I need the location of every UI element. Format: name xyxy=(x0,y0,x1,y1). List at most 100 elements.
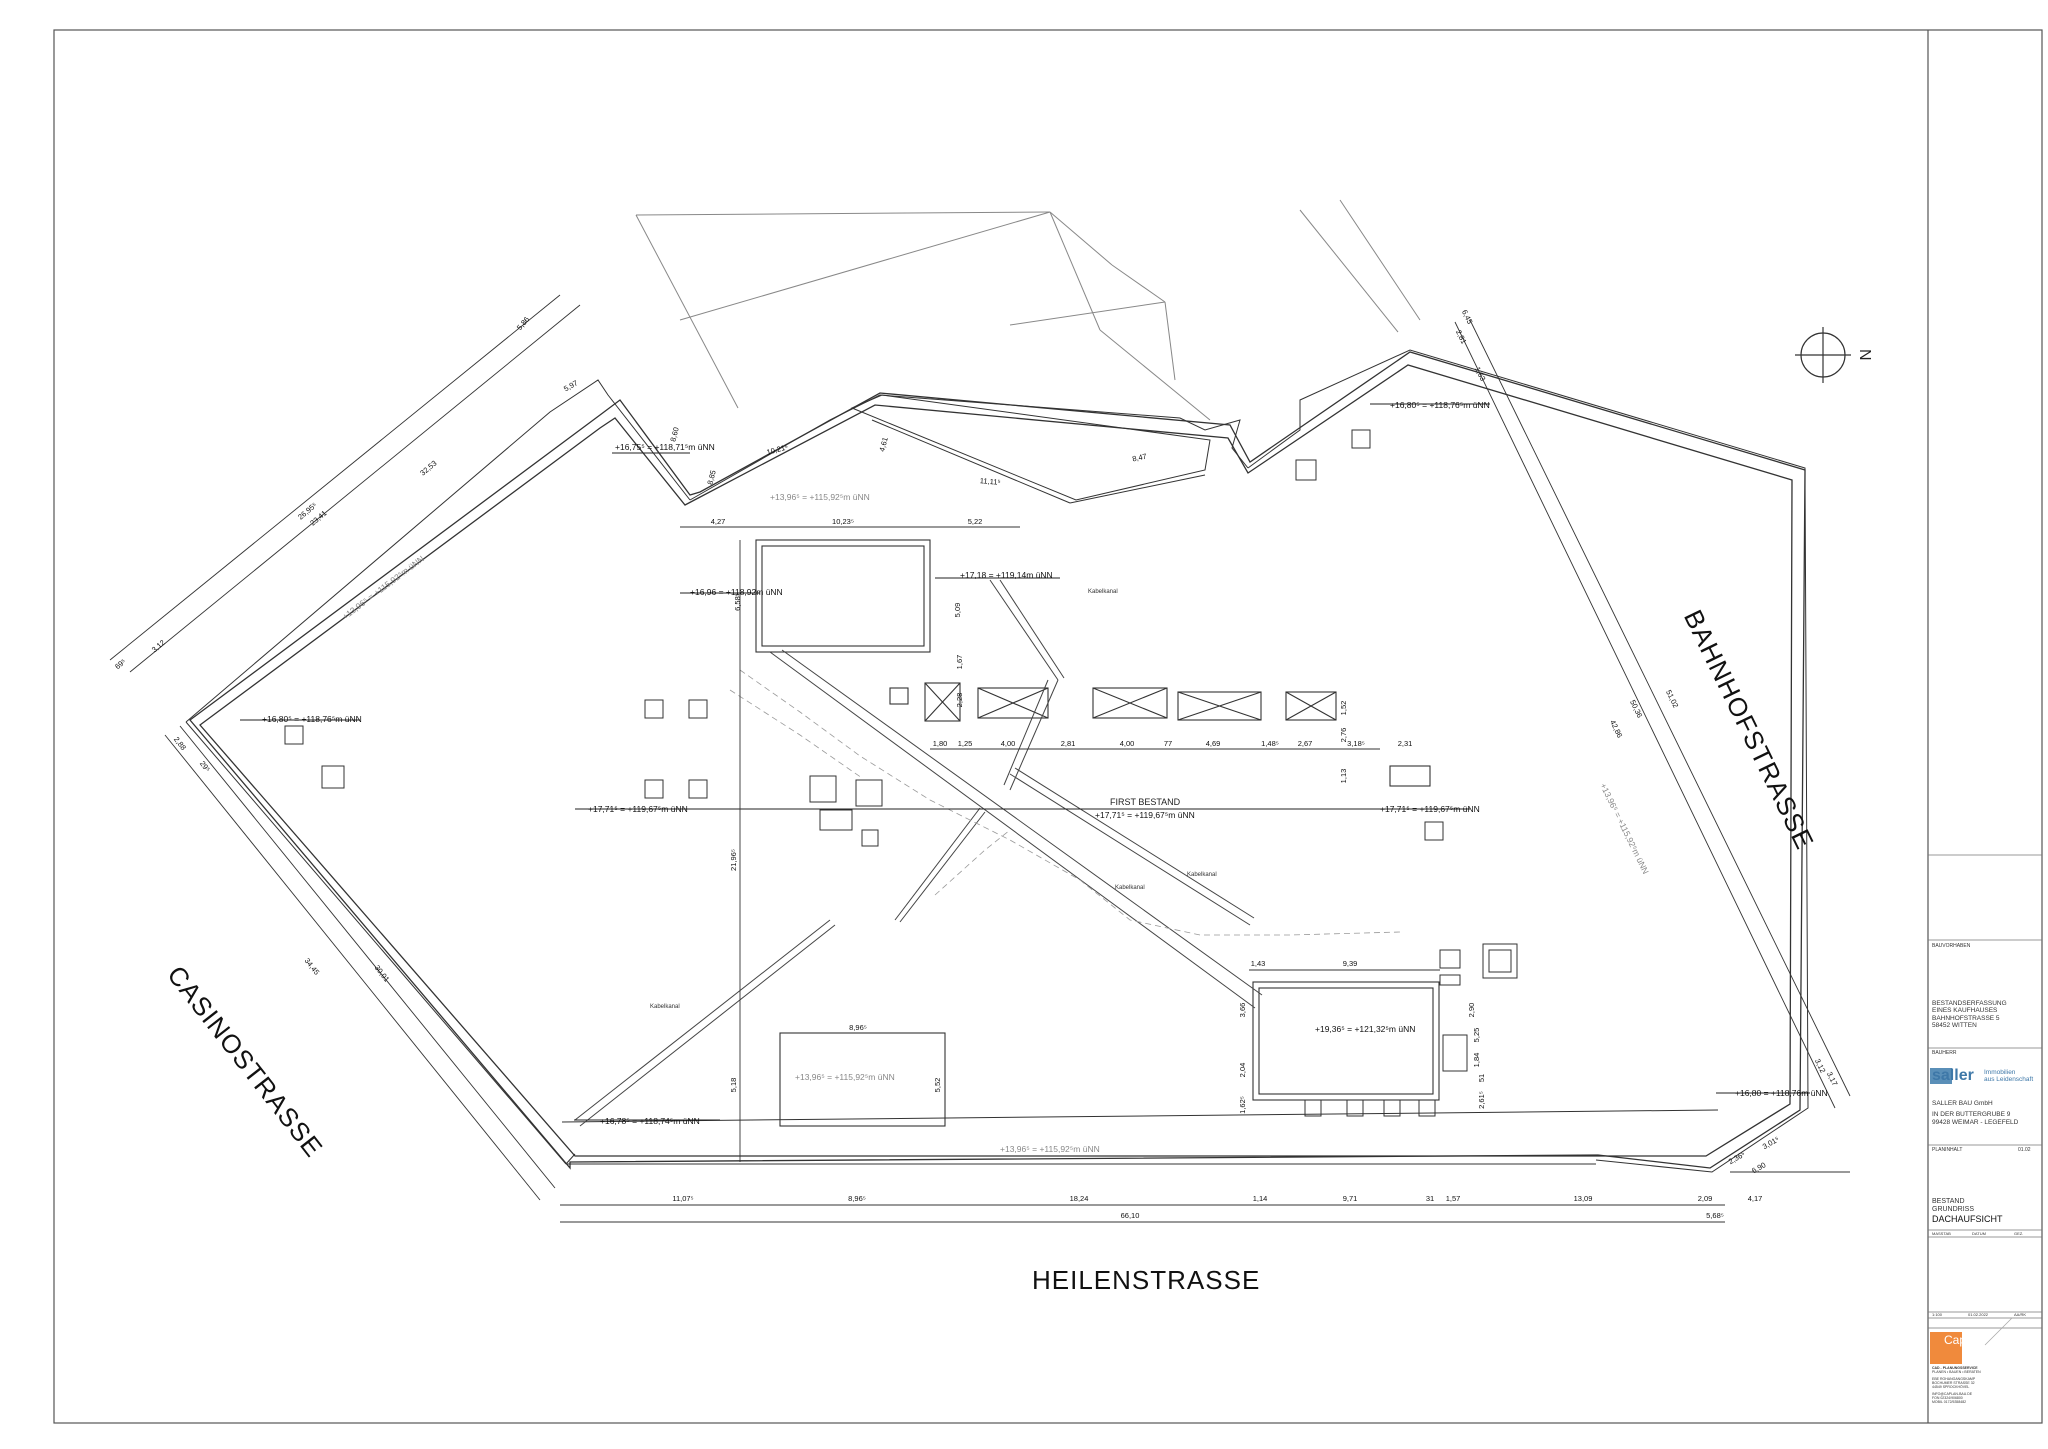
dim-label: 1,13 xyxy=(1339,769,1348,784)
sheet-frame xyxy=(53,29,2043,1424)
kabelkanal-label: Kabelkanal xyxy=(1115,885,1145,891)
dim-label: 8,96⁵ xyxy=(849,1023,867,1032)
elevation-label-lower: +13,96⁵ = +115,92⁵m üNN xyxy=(340,554,426,622)
tb-plan-title-line: GRUNDRISS xyxy=(1932,1206,1975,1214)
kabelkanal-label: Kabelkanal xyxy=(650,1004,680,1010)
elevation-texts: +16,75⁵ = +118,71⁵m üNN +16,96 = +118,92… xyxy=(262,400,1828,1154)
dim-label: 42,86 xyxy=(1608,718,1624,739)
dim-label: 8,60 xyxy=(668,426,680,442)
dim-label: 11,07⁵ xyxy=(672,1194,693,1203)
dim-label: 4,00 xyxy=(1120,739,1135,748)
tb-project-line: BAHNHOFSTRASSE 5 xyxy=(1932,1014,2000,1022)
dim-label: 2,67 xyxy=(1298,739,1313,748)
tb-plan-no: 01.02 xyxy=(2018,1147,2031,1153)
cable-channel xyxy=(574,579,1263,1127)
dim-label: 5,25 xyxy=(1472,1028,1481,1043)
dim-label: 1,25 xyxy=(958,739,973,748)
dim-label: 2,31 xyxy=(1398,739,1413,748)
dim-label: 2,28 xyxy=(955,693,964,708)
tb-logo-tagline-line: aus Leidenschaft xyxy=(1984,1076,2034,1084)
rooftop-structures xyxy=(755,539,1440,1127)
dim-label: 2,36⁵ xyxy=(1727,1150,1747,1167)
saller-logo xyxy=(1930,1068,1952,1084)
tb-logo-tagline-line: Immobilien xyxy=(1984,1069,2016,1076)
elevation-label: +16,80⁵ = +118,76⁵m üNN xyxy=(262,714,362,724)
tb-planer-line: 44549 SPROCKHÖVEL xyxy=(1932,1385,1970,1390)
tb-meta-value: 01.02.2022 xyxy=(1968,1312,1989,1317)
dim-label: 3,18⁵ xyxy=(1347,739,1365,748)
elevation-lines xyxy=(240,403,1810,1121)
dim-label: 50,36 xyxy=(1628,698,1644,719)
dim-label: 9,71 xyxy=(1343,1194,1358,1203)
dim-label: 2,90 xyxy=(1467,1003,1476,1018)
dim-label: 77 xyxy=(1164,739,1172,748)
dim-label: 2,61⁵ xyxy=(1477,1091,1486,1109)
elevation-label-lower: +13,96⁵ = +115,92⁵m üNN xyxy=(795,1072,895,1082)
tb-project-line: BESTANDSERFASSUNG xyxy=(1932,1000,2007,1007)
dimension-lines xyxy=(109,294,1851,1223)
elevation-label: +17,71⁵ = +119,67⁵m üNN xyxy=(1095,810,1195,820)
tb-planer-line: CAD - PLANUNGSSERVICE xyxy=(1932,1366,1978,1370)
tb-planer-logo: Caplan xyxy=(1944,1333,1983,1347)
dim-total: 66,10 xyxy=(1121,1211,1140,1220)
tb-bauherr-label: BAUHERR xyxy=(1932,1050,1957,1056)
elevation-label: +16,80⁵ = +118,76⁵m üNN xyxy=(1390,400,1490,410)
dim-label: 3,12 xyxy=(1813,1057,1827,1074)
tb-meta-value: 1:100 xyxy=(1932,1312,1943,1317)
north-label: N xyxy=(1856,349,1873,361)
tb-plan-title-line: BESTAND xyxy=(1932,1198,1965,1205)
paver-path xyxy=(729,669,1401,936)
tb-planer-line: PLANEN • BAUEN • BERATEN xyxy=(1932,1370,1981,1375)
dim-label: 5,97 xyxy=(562,378,579,393)
tb-logo-tagline: Immobilien aus Leidenschaft xyxy=(1984,1069,2033,1084)
tb-plan-title: BESTAND GRUNDRISS DACHAUFSICHT xyxy=(1932,1198,2003,1224)
dim-label: 13,09 xyxy=(1574,1194,1593,1203)
tb-planer-line: MOBIL 0172/5358482 xyxy=(1932,1400,1967,1405)
building-outline xyxy=(189,351,1806,1170)
dim-label: 2,81 xyxy=(1454,328,1468,345)
dim-label: 1,67 xyxy=(955,655,964,670)
title-block-grid xyxy=(1928,854,2042,1329)
upper-annex xyxy=(850,394,1211,504)
kabelkanal-label: Kabelkanal xyxy=(1088,589,1118,595)
dim-label: 4,17 xyxy=(1748,1194,1763,1203)
dim-label: 8,47 xyxy=(1131,452,1147,464)
dim-label: 5,22 xyxy=(968,517,983,526)
dim-label: 32,53 xyxy=(418,459,438,478)
elevation-label: +16,96 = +118,92m üNN xyxy=(690,587,783,597)
dim-label: 6,58⁵ xyxy=(733,593,742,611)
tb-meta-value: AA/RK xyxy=(2014,1312,2027,1317)
dim-label: 9,39 xyxy=(1343,959,1358,968)
tb-meta-label: GEZ. xyxy=(2014,1231,2024,1236)
tb-planer-line: INFO@CAPLAN-BAU.DE xyxy=(1932,1392,1973,1397)
roof-vents xyxy=(284,429,1518,1117)
dim-label: 1,57 xyxy=(1446,1194,1461,1203)
dim-label: 10,21⁵ xyxy=(766,442,789,456)
tb-planer-line: BOCHUMER STRASSE 32 xyxy=(1932,1381,1975,1386)
tb-logo-text: saller xyxy=(1932,1067,1974,1084)
elevation-label: +19,36⁵ = +121,32⁵m üNN xyxy=(1315,1024,1415,1034)
dim-label: 51 xyxy=(1477,1074,1486,1082)
tb-company-line: 99428 WEIMAR - LEGEFELD xyxy=(1932,1118,2019,1126)
dim-label: 29⁵ xyxy=(198,759,212,774)
dim-label: 1,84 xyxy=(1472,1053,1481,1068)
dim-label: 51,02 xyxy=(1664,688,1680,709)
north-arrow xyxy=(1795,327,1851,383)
dim-label: 10,23⁵ xyxy=(832,517,854,526)
first-bestand-label: FIRST BESTAND xyxy=(1110,797,1181,807)
dim-label: 1,14 xyxy=(1253,1194,1268,1203)
tb-project-line: EINES KAUFHAUSES xyxy=(1932,1007,1998,1015)
neighbour-parcels xyxy=(635,199,1421,421)
dim-label: 5,68⁵ xyxy=(1706,1211,1724,1220)
dim-label: 30,01 xyxy=(373,963,392,983)
roof-parapet xyxy=(185,349,1809,1173)
dim-label: 21,96⁵ xyxy=(729,849,738,871)
tb-meta-label: MASSTAB xyxy=(1932,1231,1951,1236)
elevation-label: +16,75⁵ = +118,71⁵m üNN xyxy=(615,442,715,452)
dim-label: 2,04 xyxy=(1238,1063,1247,1078)
dim-label: 11,11⁵ xyxy=(979,476,1000,487)
street-heilen: HEILENSTRASSE xyxy=(1032,1265,1261,1295)
dim-label: 5,52 xyxy=(933,1078,942,1093)
dim-label: 1,63 xyxy=(1473,365,1487,382)
